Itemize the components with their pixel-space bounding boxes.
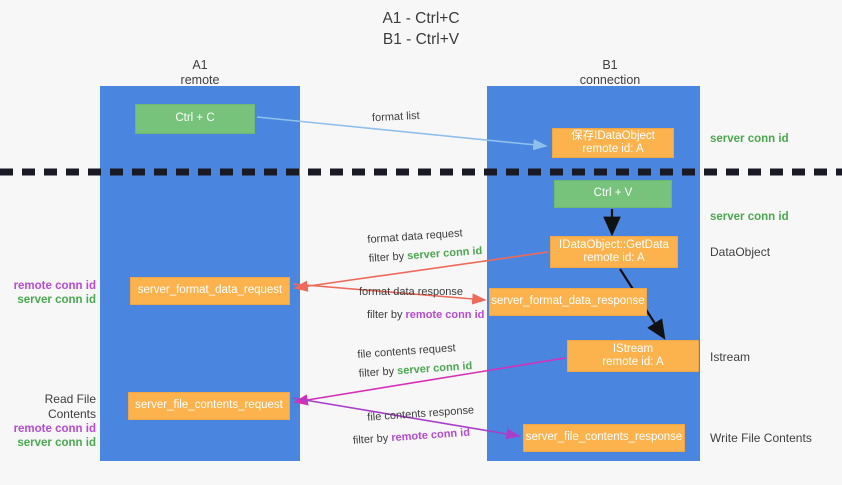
filter-prefix-3: filter by [358, 365, 398, 380]
node-istream-line1: IStream [612, 342, 654, 355]
side-label-dataobject: DataObject [710, 245, 771, 259]
arrow-label-format-data-response-filter: filter by remote conn id [367, 308, 484, 323]
node-istream-line2: remote id: A [602, 356, 664, 368]
node-getdata-line1: IDataObject::GetData [559, 238, 669, 251]
arrow-format-data-response [292, 283, 487, 305]
column-b1-role: connection [579, 73, 641, 87]
column-b1-name: B1 [602, 58, 618, 72]
node-ctrl-c-label: Ctrl + C [175, 112, 215, 125]
node-server-file-contents-request[interactable]: server_file_contents_request [128, 392, 290, 420]
node-save-idataobject-line2: remote id: A [582, 143, 644, 155]
node-server-format-data-request[interactable]: server_format_data_request [130, 277, 290, 305]
node-idataobject-getdata[interactable]: IDataObject::GetData remote id: A [550, 236, 678, 268]
column-header-a1: A1 remote [130, 58, 270, 88]
arrow-format-list [256, 116, 548, 151]
filter-key-2: remote conn id [405, 309, 485, 321]
side-label-remote-conn-id-b: remote conn id [13, 423, 96, 435]
side-label-server-conn-id-b: server conn id [17, 437, 96, 449]
arrow-label-format-list-text: format list [371, 109, 420, 125]
side-label-write-file-contents: Write File Contents [710, 431, 812, 445]
side-label-server-conn-id-a: server conn id [17, 294, 96, 306]
side-label-server-conn-id-mid: server conn id [710, 211, 789, 223]
node-server-format-data-response[interactable]: server_format_data_response [489, 288, 647, 316]
side-label-istream: Istream [710, 350, 751, 364]
filter-key-1: server conn id [406, 245, 483, 263]
node-ctrl-v[interactable]: Ctrl + V [554, 180, 672, 208]
node-save-idataobject[interactable]: 保存IDataObject remote id: A [552, 128, 674, 158]
side-label-remote-conn-id-a: remote conn id [13, 280, 96, 292]
node-ctrl-v-label: Ctrl + V [593, 187, 633, 200]
node-server-file-contents-request-label: server_file_contents_request [135, 399, 283, 412]
filter-prefix-2: filter by [367, 309, 406, 321]
node-server-file-contents-response-label: server_file_contents_response [525, 431, 683, 444]
column-header-b1: B1 connection [540, 58, 680, 88]
arrow-label-format-data-response: format data response filter by remote co… [359, 285, 484, 323]
arrow-file-contents-response [292, 397, 521, 440]
arrow-file-contents-request [293, 357, 566, 406]
arrow-label-file-contents-response: file contents response filter by remote … [352, 403, 476, 447]
column-a1-name: A1 [192, 58, 208, 72]
node-server-file-contents-response[interactable]: server_file_contents_response [523, 424, 685, 452]
side-label-group-file-contents: Read File Contents remote conn id server… [10, 392, 96, 450]
side-label-read-file-contents: Read File Contents [44, 392, 96, 421]
node-istream[interactable]: IStream remote id: A [567, 340, 699, 372]
side-label-server-conn-id-top: server conn id [710, 133, 789, 145]
title-line-2: B1 - Ctrl+V [382, 31, 460, 48]
node-getdata-line2: remote id: A [583, 252, 645, 264]
diagram-title: A1 - Ctrl+C B1 - Ctrl+V [0, 8, 842, 50]
arrow-label-format-list: format list [372, 109, 420, 126]
filter-key-3: server conn id [396, 360, 473, 378]
arrow-format-data-request [293, 251, 549, 292]
filter-prefix-1: filter by [368, 250, 408, 265]
arrow-label-format-data-response-text: format data response [359, 286, 463, 298]
side-label-group-format-data: remote conn id server conn id [10, 279, 96, 307]
node-save-idataobject-line1: 保存IDataObject [571, 129, 655, 142]
filter-prefix-4: filter by [352, 432, 392, 447]
node-ctrl-c[interactable]: Ctrl + C [135, 104, 255, 134]
node-server-format-data-response-label: server_format_data_response [491, 295, 645, 308]
node-server-format-data-request-label: server_format_data_request [137, 284, 283, 297]
title-line-1: A1 - Ctrl+C [382, 10, 460, 27]
column-a1-role: remote [180, 73, 220, 87]
